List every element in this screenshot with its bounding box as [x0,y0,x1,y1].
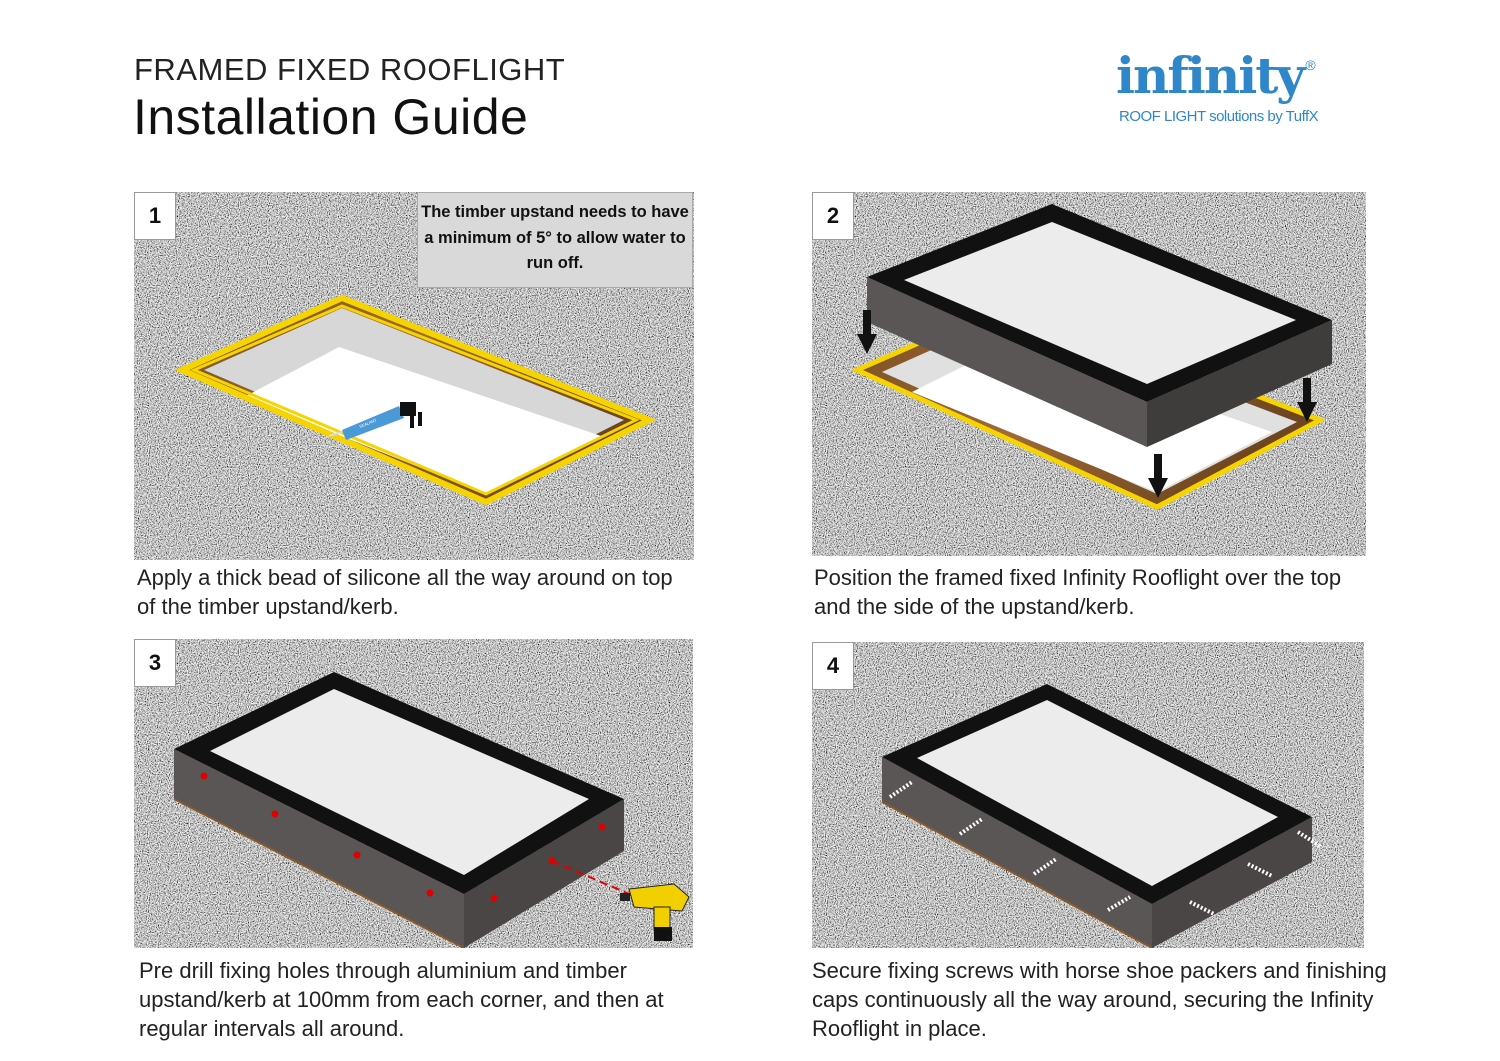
logo-tagline: ROOF LIGHT solutions by TuffX [1119,108,1319,125]
sealant-gun-icon: SEALANT [328,402,422,440]
step-3-caption: Pre drill fixing holes through aluminium… [139,958,664,1041]
cordless-drill-icon [620,883,690,941]
logo-wordline: infinity® [1116,44,1318,108]
step-number: 2 [812,192,854,240]
step-number: 3 [134,639,176,687]
timber-upstand [174,294,657,560]
slope-note: The timber upstand needs to have a minim… [417,192,693,288]
step-1-caption: Apply a thick bead of silicone all the w… [137,565,673,619]
sealant-label: SEALANT [359,417,378,429]
step-4-illustration [812,642,1364,948]
step-1-panel: SEALANT 1 The timber upstand needs to ha… [134,192,694,560]
drill-path [551,860,630,895]
step-4-panel: 4 [812,642,1364,948]
step-3-illustration [134,639,693,948]
step-number: 1 [134,192,176,240]
logo-wordmark: infinity [1116,46,1305,105]
glazing [904,222,1296,384]
fixing-screw-icons [888,780,1322,916]
document-subtitle: FRAMED FIXED ROOFLIGHT [134,52,566,87]
step-number: 4 [812,642,854,690]
step-3-panel: 3 [134,639,693,948]
logo-registered-mark: ® [1305,57,1316,73]
step-2-panel: 2 [812,192,1366,556]
step-2-caption: Position the framed fixed Infinity Roofl… [814,565,1342,619]
document-title: Installation Guide [133,89,529,145]
infinity-logo: infinity® ROOF LIGHT solutions by TuffX [1116,44,1319,126]
rooflight-frame [881,684,1312,948]
step-4-caption: Secure fixing screws with horse shoe pac… [812,958,1387,1041]
glazing [917,700,1278,886]
rooflight-frame [867,204,1332,447]
step-2-illustration [812,192,1366,556]
down-arrow-icons [857,310,1317,498]
rooflight-frame [173,672,624,948]
glazing [210,689,589,875]
drill-hole-markers [200,772,606,902]
